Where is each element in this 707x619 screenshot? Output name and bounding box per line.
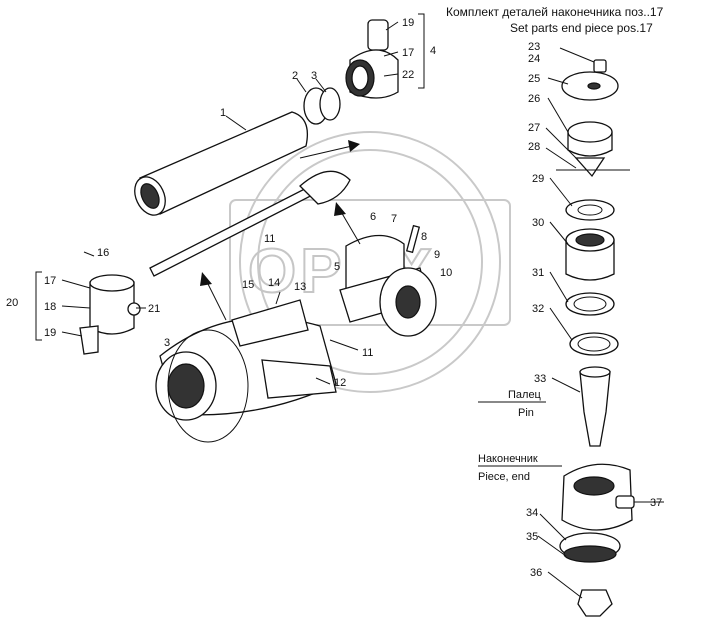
callout-10: 10 (440, 267, 452, 279)
callout-32: 32 (532, 303, 544, 315)
callout-3: 3 (311, 70, 317, 82)
callout-36: 36 (530, 567, 542, 579)
callout-3-lower: 3 (164, 337, 170, 349)
part-stack-31 (565, 292, 615, 316)
callouts: 1 2 3 4 5 6 7 8 9 10 11 11 12 13 14 15 1… (6, 17, 662, 579)
part-stack-29 (565, 199, 615, 221)
callout-18: 18 (44, 301, 56, 313)
kit-title-en: Set parts end piece pos.17 (510, 21, 653, 35)
note-pin-en: Pin (518, 407, 534, 419)
part-stack-27-28 (556, 157, 630, 178)
callout-19-top: 19 (402, 17, 414, 29)
callout-9: 9 (434, 249, 440, 261)
callout-22: 22 (402, 69, 414, 81)
callout-23: 23 (528, 41, 540, 53)
callout-1: 1 (220, 107, 226, 119)
callout-5: 5 (334, 261, 340, 273)
note-end-en: Piece, end (478, 471, 530, 483)
callout-17-top: 17 (402, 47, 414, 59)
callout-27: 27 (528, 122, 540, 134)
bracket-4 (418, 13, 425, 89)
callout-11b: 11 (362, 347, 373, 359)
callout-21: 21 (148, 303, 160, 315)
callout-13: 13 (294, 281, 306, 293)
callout-lines (61, 21, 664, 599)
callout-35: 35 (526, 531, 538, 543)
part-pin-33 (579, 366, 611, 447)
callout-25: 25 (528, 73, 540, 85)
callout-29: 29 (532, 173, 544, 185)
part-stack-30 (565, 228, 615, 281)
part-nut-36 (577, 589, 613, 617)
callout-16: 16 (97, 247, 109, 259)
part-housing (155, 299, 337, 443)
callout-31: 31 (532, 267, 544, 279)
callout-15: 15 (242, 279, 254, 291)
callout-2: 2 (292, 70, 298, 82)
part-end-piece-body (561, 463, 635, 531)
note-pin-ru: Палец (508, 389, 542, 401)
callout-26: 26 (528, 93, 540, 105)
part-worm-gear (339, 224, 437, 337)
part-stack-23-24 (593, 59, 607, 73)
note-end-ru: Наконечник (478, 453, 538, 465)
callout-4: 4 (430, 45, 436, 57)
part-stack-32 (569, 332, 619, 356)
callout-14: 14 (268, 277, 280, 289)
callout-19-left: 19 (44, 327, 56, 339)
bracket-20 (35, 271, 42, 341)
kit-title-ru: Комплект деталей наконечника поз..17 (446, 5, 664, 19)
part-stack-25 (561, 71, 619, 101)
callout-33: 33 (534, 373, 546, 385)
callout-12: 12 (334, 377, 346, 389)
part-end-piece-left (79, 274, 141, 355)
callout-17-left: 17 (44, 275, 56, 287)
callout-30: 30 (532, 217, 544, 229)
callout-20: 20 (6, 297, 18, 309)
callout-37: 37 (650, 497, 662, 509)
callout-34: 34 (526, 507, 538, 519)
part-rod (149, 170, 351, 277)
part-tube (134, 111, 309, 216)
part-end-piece-top (345, 19, 399, 99)
callout-11a: 11 (264, 233, 275, 245)
callout-6: 6 (370, 211, 376, 223)
assembly-arrows (200, 140, 361, 321)
part-stack-26 (567, 121, 613, 157)
part-stack-34-35 (559, 532, 621, 563)
part-ring-3 (319, 87, 341, 121)
callout-28: 28 (528, 141, 540, 153)
callout-24: 24 (528, 53, 540, 65)
callout-8: 8 (421, 231, 427, 243)
callout-7: 7 (391, 213, 397, 225)
